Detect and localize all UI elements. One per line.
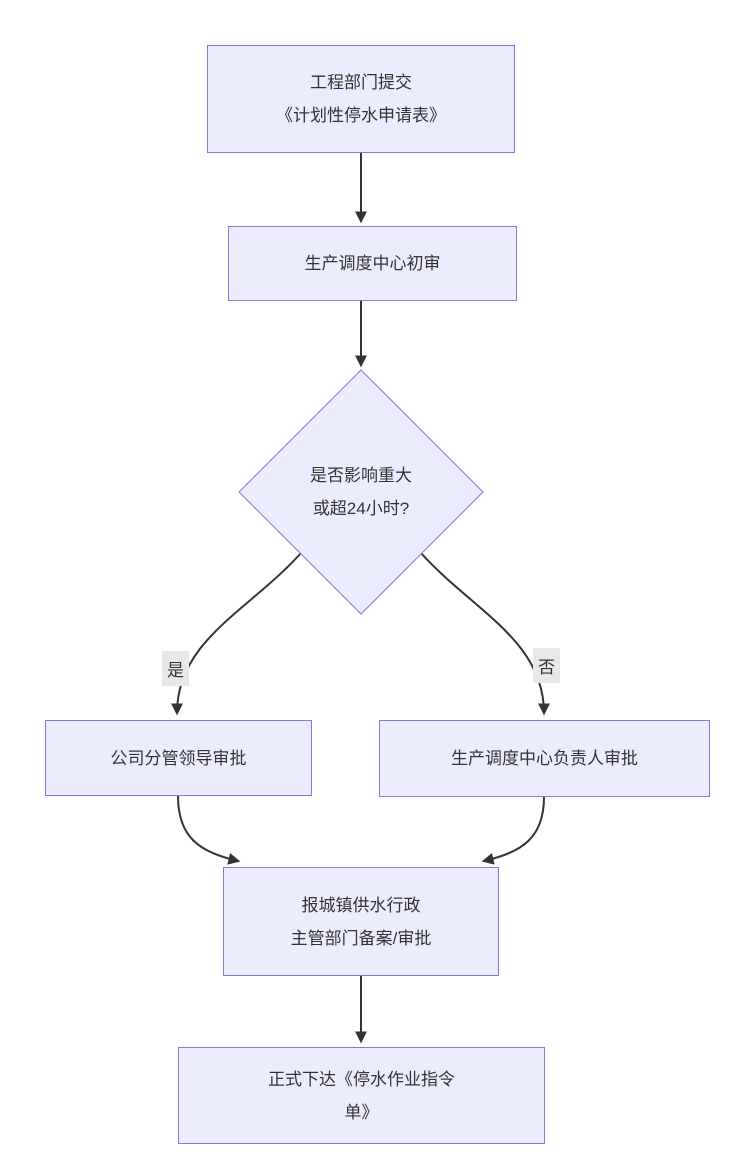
node-decision-line1: 是否影响重大 <box>310 466 412 485</box>
node-issue-order: 正式下达《停水作业指令 单》 <box>178 1047 545 1144</box>
node-submit-line1: 工程部门提交 <box>310 73 412 92</box>
node-submit-line2: 《计划性停水申请表》 <box>276 106 446 125</box>
node-gov-filing-line1: 报城镇供水行政 <box>301 895 421 915</box>
edge-leader-approval-to-gov-filing <box>177 795 241 865</box>
node-leader-approval-line1: 公司分管领导审批 <box>110 748 247 768</box>
node-initial-review-line1: 生产调度中心初审 <box>304 254 441 273</box>
node-decision-line2: 或超24小时? <box>312 499 410 518</box>
node-center-head-approval: 生产调度中心负责人审批 <box>379 720 710 797</box>
node-gov-filing: 报城镇供水行政 主管部门备案/审批 <box>223 867 499 976</box>
node-initial-review: 生产调度中心初审 <box>228 226 517 301</box>
node-issue-order-line2: 单》 <box>344 1102 379 1122</box>
decision-diamond-shape <box>238 369 484 615</box>
node-center-head-approval-line1: 生产调度中心负责人审批 <box>451 749 638 768</box>
edge-decision-to-center-head-approval <box>420 552 550 716</box>
node-gov-filing-line2: 主管部门备案/审批 <box>290 928 432 948</box>
node-submit: 工程部门提交 《计划性停水申请表》 <box>207 45 515 153</box>
node-decision-label: 是否影响重大 或超24小时? <box>241 456 481 528</box>
edge-label-yes: 是 <box>162 651 189 686</box>
edge-decision-to-leader-approval <box>171 552 302 716</box>
edge-label-no: 否 <box>533 648 560 683</box>
node-leader-approval: 公司分管领导审批 <box>45 720 312 796</box>
edge-center-head-approval-to-gov-filing <box>481 796 545 865</box>
node-issue-order-line1: 正式下达《停水作业指令 <box>268 1069 455 1089</box>
